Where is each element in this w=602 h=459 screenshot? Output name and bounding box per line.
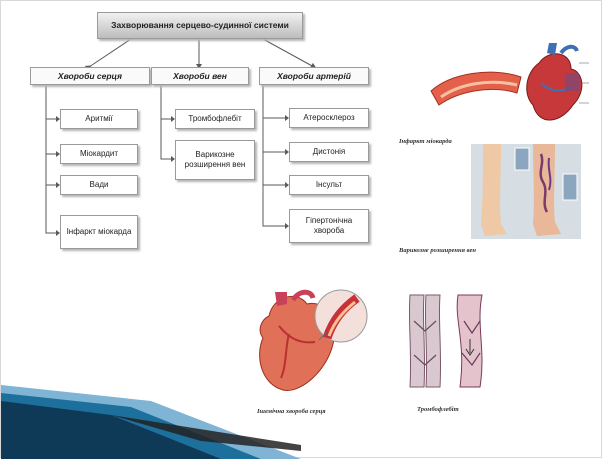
slide: Захворювання серцево-судинної системи Хв… [0,0,602,458]
decorative-band [1,1,602,459]
